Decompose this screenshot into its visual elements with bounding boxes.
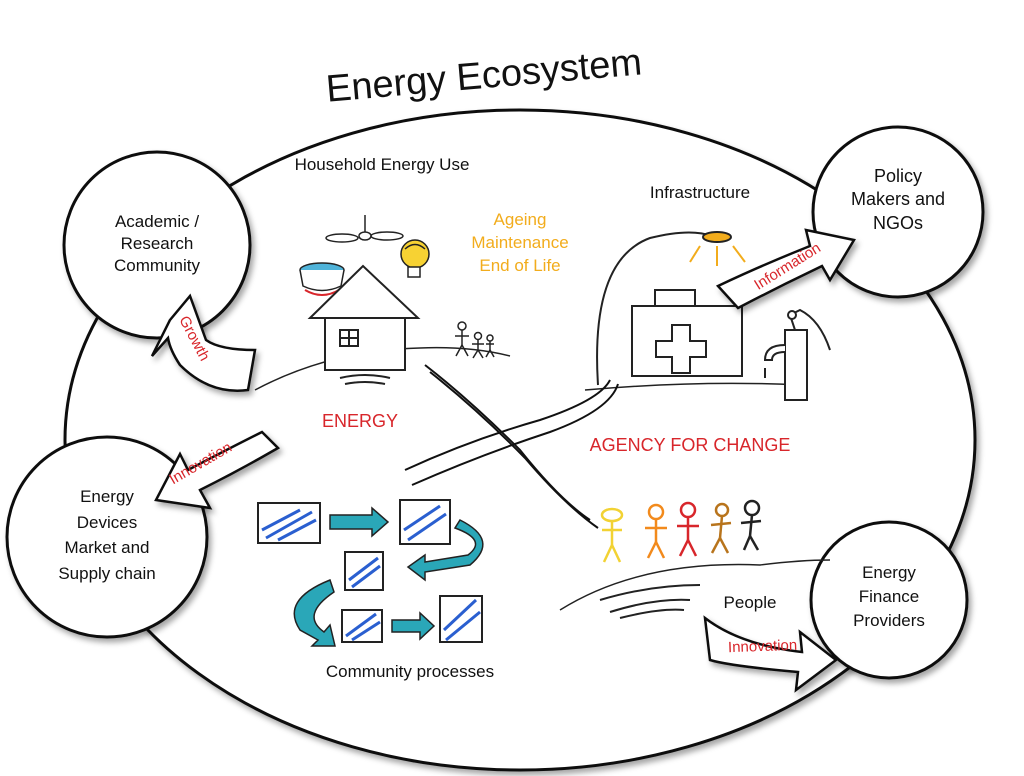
infrastructure-label: Infrastructure — [649, 183, 751, 202]
academic-research-label: Academic / Research Community — [114, 212, 200, 276]
clinic-icon — [631, 289, 743, 377]
people-label: People — [723, 593, 777, 612]
policy-makers-label: Policy Makers and NGOs — [850, 166, 946, 233]
information-arrow — [715, 228, 856, 310]
agency-for-change-label: AGENCY FOR CHANGE — [589, 435, 791, 455]
light-bulb-icon — [400, 239, 430, 278]
academic-circle — [62, 150, 252, 340]
innovation-right-flow-label: Innovation — [727, 636, 798, 657]
finance-circle — [809, 520, 969, 680]
family-icon — [455, 321, 495, 359]
innovation-left-arrow — [154, 430, 281, 510]
community-processes-label: Community processes — [325, 662, 495, 681]
energy-devices-label: Energy Devices Market and Supply chain — [58, 487, 156, 583]
energy-finance-label: Energy Finance Providers — [853, 563, 925, 630]
cooking-pot-icon — [299, 262, 345, 296]
ground-line-clinic — [584, 382, 801, 391]
road-curve — [404, 379, 611, 471]
street-lamp-icon — [596, 231, 746, 386]
innovation-right-arrow — [703, 615, 839, 693]
ageing-maintenance-label: Ageing Maintenance End of Life — [471, 210, 569, 275]
fan-icon — [325, 215, 404, 243]
community-process-boxes — [257, 499, 483, 643]
path-to-people-2 — [429, 371, 599, 529]
policy-circle — [811, 125, 985, 299]
water-pump-icon — [763, 308, 831, 401]
people-figures — [600, 499, 762, 563]
title-text: Energy Ecosystem — [324, 41, 643, 110]
community-process-arrows — [293, 506, 484, 647]
road-curve-2 — [411, 383, 619, 486]
house-icon — [307, 264, 421, 371]
energy-label: ENERGY — [321, 411, 399, 431]
devices-circle — [5, 435, 209, 639]
house-shadow — [339, 374, 391, 385]
growth-arrow — [150, 293, 257, 392]
ground-line-house — [254, 346, 511, 391]
ground-hatch-people — [599, 584, 701, 619]
household-energy-label: Household Energy Use — [294, 155, 470, 174]
ground-line-people — [559, 559, 831, 611]
